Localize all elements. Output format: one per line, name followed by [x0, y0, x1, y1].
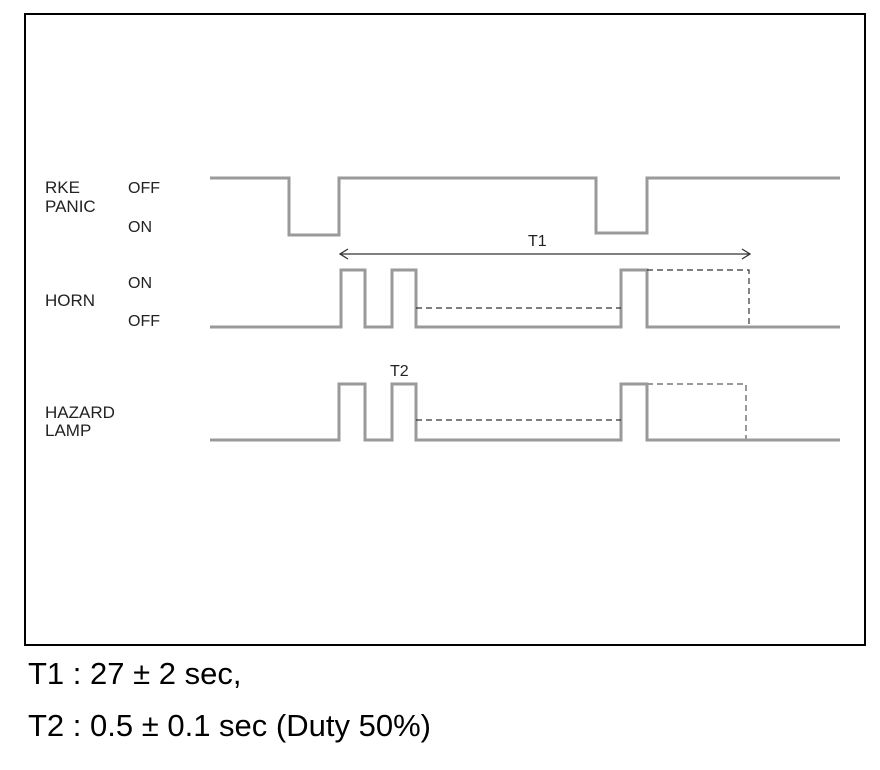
note-t1: T1 : 27 ± 2 sec, [28, 656, 242, 691]
t1-arrow-right-head [741, 248, 752, 260]
horn-label: HORN [45, 291, 95, 310]
note-t2: T2 : 0.5 ± 0.1 sec (Duty 50%) [28, 708, 431, 743]
timing-diagram: RKE PANIC OFF ON HORN ON OFF HAZARD LAMP… [45, 176, 840, 442]
hazard-label-line1: HAZARD [45, 403, 115, 422]
hazard-label-line2: LAMP [45, 421, 91, 440]
horn-state-off-label: OFF [128, 313, 160, 330]
diagram-frame [24, 13, 866, 646]
rke-label-line2: PANIC [45, 197, 96, 216]
hazard-dashed-extension [647, 383, 747, 440]
t1-arrow-left-head [338, 248, 349, 260]
rke-waveform [210, 176, 840, 237]
horn-state-on-label: ON [128, 275, 152, 292]
rke-label-line1: RKE [45, 178, 80, 197]
t2-label: T2 [390, 363, 409, 380]
horn-waveform [210, 268, 840, 329]
horn-dashed-extension [647, 269, 750, 327]
t1-label: T1 [528, 233, 547, 250]
rke-state-on-label: ON [128, 219, 152, 236]
hazard-waveform [210, 382, 840, 442]
rke-state-off-label: OFF [128, 180, 160, 197]
